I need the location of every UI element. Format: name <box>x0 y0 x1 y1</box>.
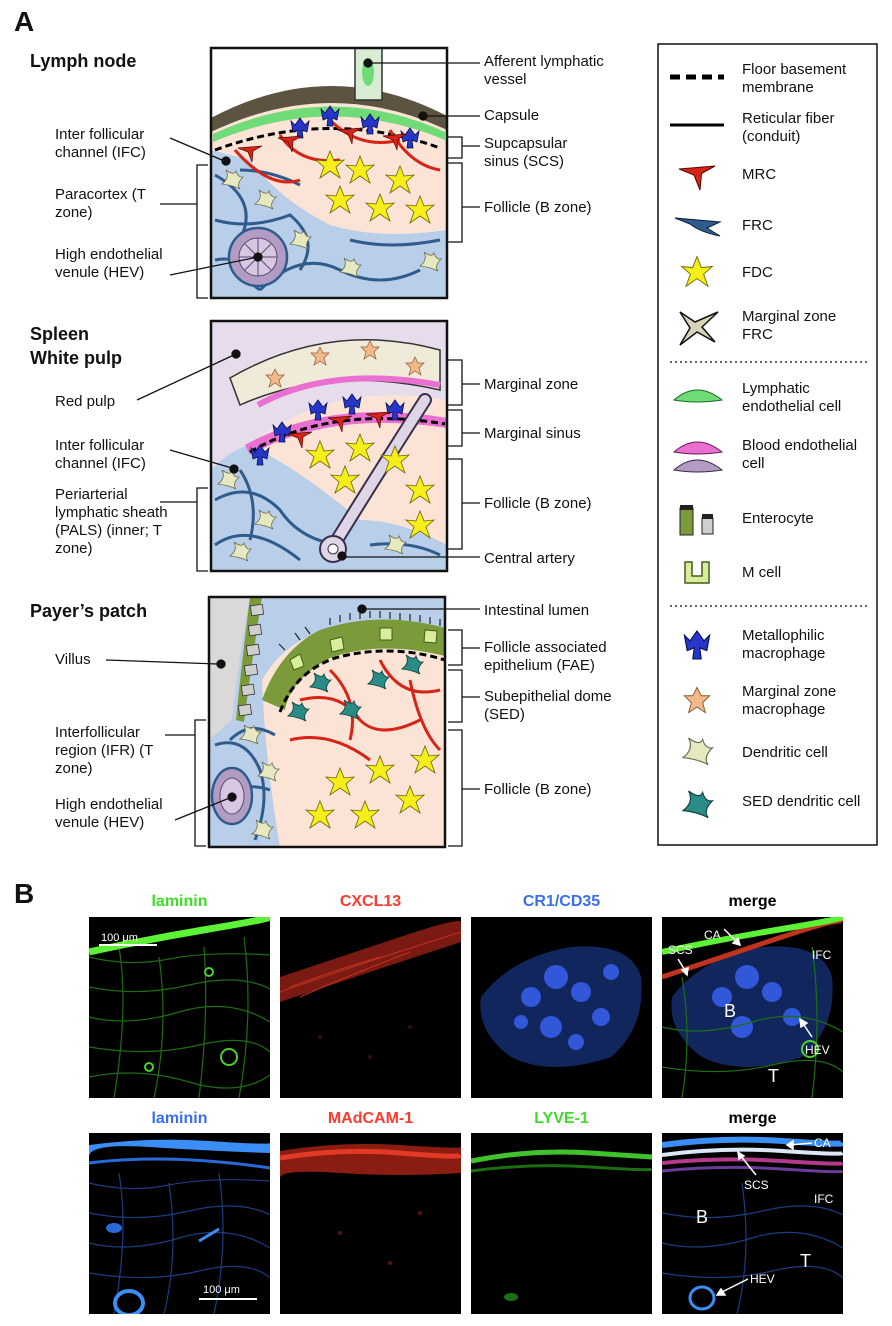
ln-label-paracortex: Paracortex (T zone) <box>55 186 146 221</box>
micro-r1-merge <box>662 917 843 1098</box>
scale-bar-r1-label: 100 μm <box>101 932 138 944</box>
r2-label-ca: CA <box>814 1136 831 1150</box>
sp-label-ifc: Inter follicular channel (IFC) <box>55 437 146 472</box>
r2-label-b: B <box>696 1207 708 1227</box>
r2-label-scs: SCS <box>744 1178 769 1192</box>
panel-a-letter: A <box>14 6 35 37</box>
micro-r2-merge <box>662 1133 843 1314</box>
sp-label-marginal-zone: Marginal zone <box>484 376 579 393</box>
r1-label-ifc: IFC <box>812 948 832 962</box>
ln-label-follicle: Follicle (B zone) <box>484 199 592 216</box>
ln-label-ifc: Inter follicular channel (IFC) <box>55 126 146 161</box>
panel-b-letter: B <box>14 878 35 909</box>
legend-label-blood-endothelial: Blood endothelial cell <box>742 437 858 472</box>
legend-label-lymphatic-endothelial: Lymphatic endothelial cell <box>742 380 842 415</box>
legend-label-fdc: FDC <box>742 264 773 281</box>
r2-label-ifc: IFC <box>814 1192 834 1206</box>
legend-label-m-cell: M cell <box>742 564 782 581</box>
micro-r1-laminin: 100 μm <box>89 917 270 1098</box>
legend-icons <box>670 74 868 819</box>
spleen-title-2: White pulp <box>30 348 122 368</box>
legend-label-frc: FRC <box>742 217 773 234</box>
pp-label-sed: Subepithelial dome (SED) <box>484 688 612 723</box>
panel-a-schematics <box>105 43 878 849</box>
legend-label-reticular-fiber: Reticular fiber (conduit) <box>742 110 835 145</box>
legend-label-mz-frc: Marginal zone FRC <box>742 308 837 343</box>
sp-label-marginal-sinus: Marginal sinus <box>484 425 581 442</box>
row1-title-laminin: laminin <box>151 893 208 910</box>
micro-r1-cr1 <box>471 917 652 1098</box>
row2-title-merge: merge <box>728 1110 777 1127</box>
r1-label-scs: SCS <box>668 943 693 957</box>
sp-label-pals: Periarterial lymphatic sheath (PALS) (in… <box>55 486 168 557</box>
sp-label-central-artery: Central artery <box>484 550 575 567</box>
legend-label-enterocyte: Enterocyte <box>742 510 814 527</box>
scale-bar-r2-label: 100 μm <box>203 1284 240 1296</box>
pp-label-villus: Villus <box>55 651 91 668</box>
micro-r1-cxcl13 <box>280 917 461 1098</box>
ln-label-hev: High endothelial venule (HEV) <box>55 246 163 281</box>
legend-label-mz-macrophage: Marginal zone macrophage <box>742 683 837 718</box>
sp-label-red-pulp: Red pulp <box>55 393 116 410</box>
legend-label-dendritic-cell: Dendritic cell <box>742 744 828 761</box>
peyers-patch-title: Payer’s patch <box>30 601 148 621</box>
r1-label-hev: HEV <box>805 1043 830 1057</box>
r2-label-hev: HEV <box>750 1272 775 1286</box>
merge-r1-annotations: CA SCS IFC B HEV T <box>668 928 832 1086</box>
pp-label-hev: High endothelial venule (HEV) <box>55 796 163 831</box>
row1-title-merge: merge <box>728 893 777 910</box>
pp-label-ifr: Interfollicular region (IFR) (T zone) <box>55 724 154 777</box>
row1-title-cxcl13: CXCL13 <box>339 893 402 910</box>
micro-r2-laminin: 100 μm <box>89 1133 270 1314</box>
spleen-diagram <box>209 319 449 573</box>
ln-label-capsule: Capsule <box>484 107 540 124</box>
micro-r2-madcam <box>280 1133 461 1314</box>
r1-label-ca: CA <box>704 928 721 942</box>
legend-label-basement-membrane: Floor basement membrane <box>742 61 847 96</box>
micro-r2-lyve1 <box>471 1133 652 1314</box>
pp-label-follicle: Follicle (B zone) <box>484 781 592 798</box>
row2-title-madcam: MAdCAM-1 <box>327 1110 414 1127</box>
lymph-node-title: Lymph node <box>30 51 137 71</box>
r2-label-t: T <box>800 1251 811 1271</box>
legend-label-metallophilic-macrophage: Metallophilic macrophage <box>742 627 826 662</box>
r1-label-t: T <box>768 1066 779 1086</box>
lymph-node-diagram <box>209 46 449 300</box>
merge-r2-annotations: CA SCS IFC B T HEV <box>696 1136 834 1296</box>
pp-label-fae: Follicle associated epithelium (FAE) <box>484 639 607 674</box>
peyers-patch-diagram <box>207 595 447 849</box>
legend-label-mrc: MRC <box>742 166 777 183</box>
legend-label-sed-dc: SED dendritic cell <box>742 793 861 810</box>
ln-label-afferent: Afferent lymphatic vessel <box>484 53 604 88</box>
row1-title-cr1: CR1/CD35 <box>522 893 601 910</box>
pp-label-lumen: Intestinal lumen <box>484 602 590 619</box>
r1-label-b: B <box>724 1001 736 1021</box>
sp-label-follicle: Follicle (B zone) <box>484 495 592 512</box>
ln-label-scs: Supcapsular sinus (SCS) <box>484 135 568 170</box>
row2-title-lyve1: LYVE-1 <box>534 1110 589 1127</box>
row2-title-laminin: laminin <box>151 1110 208 1127</box>
spleen-title-1: Spleen <box>30 324 90 344</box>
